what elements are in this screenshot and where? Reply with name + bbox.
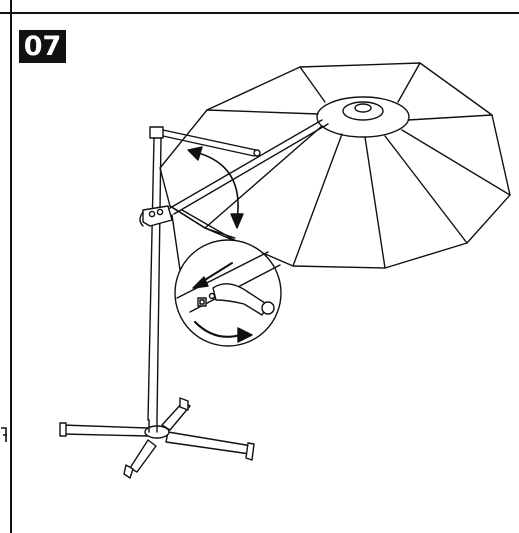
detail-leader-right	[181, 209, 244, 246]
step-number-badge: 07	[19, 30, 66, 63]
left-margin-rule	[10, 0, 12, 533]
page-edge-mark	[1, 427, 7, 442]
umbrella-canopy	[159, 62, 511, 269]
straight-arrow-icon	[192, 262, 233, 289]
top-divider	[0, 12, 519, 14]
crank-detail-callout	[174, 239, 282, 347]
curved-arrow-icon	[193, 320, 253, 343]
detail-leader-left	[171, 214, 181, 271]
curved-double-arrow-icon	[187, 146, 244, 229]
cross-base	[59, 397, 255, 479]
umbrella-pole	[139, 119, 329, 421]
